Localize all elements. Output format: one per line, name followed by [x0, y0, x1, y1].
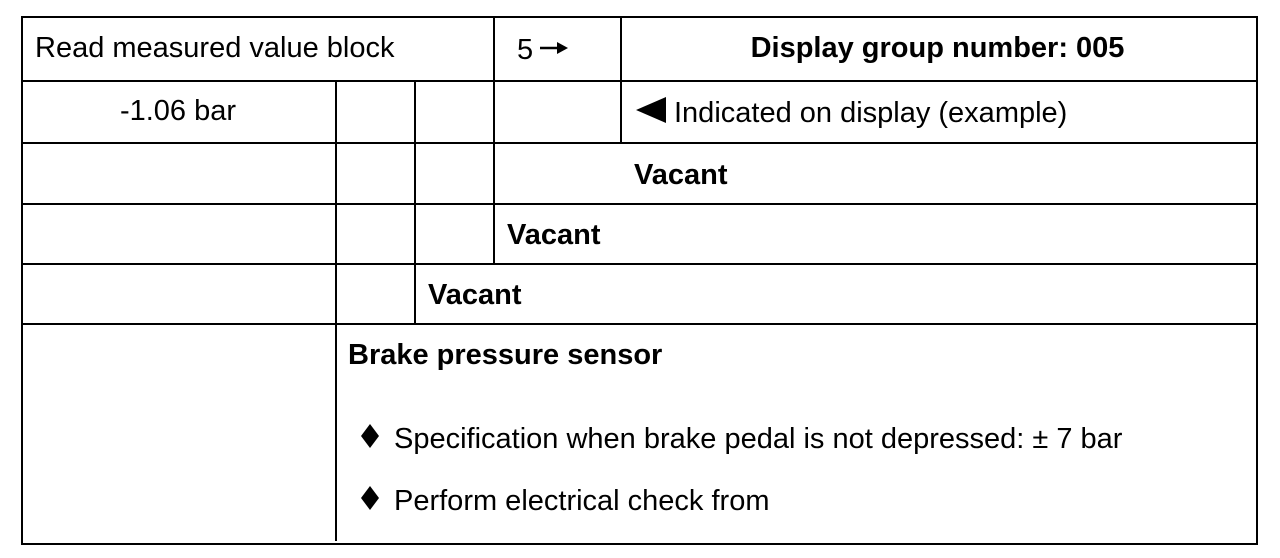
read-block-label: Read measured value block: [35, 32, 395, 64]
indicated-text: Indicated on display (example): [674, 97, 1068, 129]
display-group-title: Display group number: 005: [750, 32, 1125, 64]
indicated-on-display: Indicated on display (example): [634, 96, 1067, 130]
col-divider-c: [493, 16, 495, 265]
diamond-bullet-icon: [361, 486, 379, 511]
measured-value: -1.06 bar: [119, 95, 237, 127]
electrical-check-text: Perform electrical check from: [394, 485, 770, 517]
row-divider-4: [21, 263, 1256, 265]
block-number: 5: [517, 34, 534, 66]
field-4-label: Vacant: [634, 159, 728, 191]
row-divider-5: [21, 323, 1256, 325]
sensor-bullet-1: Specification when brake pedal is not de…: [360, 422, 1122, 456]
sensor-bullet-2: Perform electrical check from: [360, 484, 770, 518]
sensor-title: Brake pressure sensor: [348, 339, 663, 371]
col-divider-a: [335, 80, 337, 541]
field-3-label: Vacant: [507, 219, 601, 251]
row-divider-2: [21, 142, 1256, 144]
measured-value-table: [21, 16, 1258, 545]
col-divider-b: [414, 80, 416, 325]
specification-text: Specification when brake pedal is not de…: [394, 423, 1123, 455]
row-divider-3: [21, 203, 1256, 205]
left-triangle-icon: [636, 97, 666, 124]
field-2-label: Vacant: [428, 279, 522, 311]
row-divider-1: [21, 80, 1256, 82]
diamond-bullet-icon: [361, 424, 379, 449]
col-divider-d: [620, 16, 622, 144]
block-number-cell: 5: [517, 33, 569, 67]
right-arrow-icon: [540, 42, 569, 55]
